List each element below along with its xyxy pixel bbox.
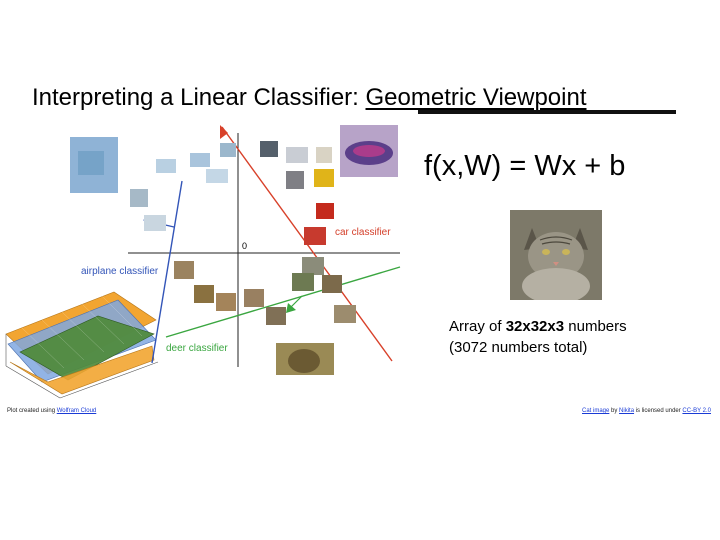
airplane-classifier-line xyxy=(151,180,183,364)
car-classifier-label: car classifier xyxy=(335,227,391,238)
array-description: Array of 32x32x3 numbers (3072 numbers t… xyxy=(449,316,627,358)
deer-classifier-arrowhead xyxy=(286,303,296,313)
airplane-classifier-label: airplane classifier xyxy=(81,266,159,277)
wolfram-cloud-link[interactable]: Wolfram Cloud xyxy=(56,408,97,414)
array-line-1: Array of 32x32x3 numbers xyxy=(449,318,627,335)
cat-image xyxy=(510,210,602,300)
plot-credit: Plot created using Wolfram Cloud xyxy=(7,408,97,414)
classifier-scatter-plot: 0 car classifier airplane classifier dee… xyxy=(70,125,401,375)
array-line-2: (3072 numbers total) xyxy=(449,339,588,356)
sample-thumbnails xyxy=(130,141,356,325)
origin-label: 0 xyxy=(242,241,247,251)
slide-title: Interpreting a Linear Classifier: Geomet… xyxy=(32,84,692,112)
image-credit: Cat image by Nikita is licensed under CC… xyxy=(582,408,711,414)
deer-classifier-line xyxy=(165,266,401,338)
title-emphasis: Geometric Viewpoint xyxy=(365,84,587,111)
license-link[interactable]: CC-BY 2.0 xyxy=(682,408,711,414)
title-prefix: Interpreting a Linear Classifier: xyxy=(32,84,366,111)
deer-classifier-label: deer classifier xyxy=(166,343,228,354)
cat-image-link[interactable]: Cat image xyxy=(582,408,610,414)
title-underline-bar xyxy=(418,110,676,114)
author-link[interactable]: Nikita xyxy=(619,408,635,414)
deer-classifier-normal xyxy=(289,295,303,309)
classifier-formula: f(x,W) = Wx + b xyxy=(424,150,626,182)
plane-surface-plot xyxy=(5,291,159,399)
car-classifier-arrowhead xyxy=(220,125,228,139)
